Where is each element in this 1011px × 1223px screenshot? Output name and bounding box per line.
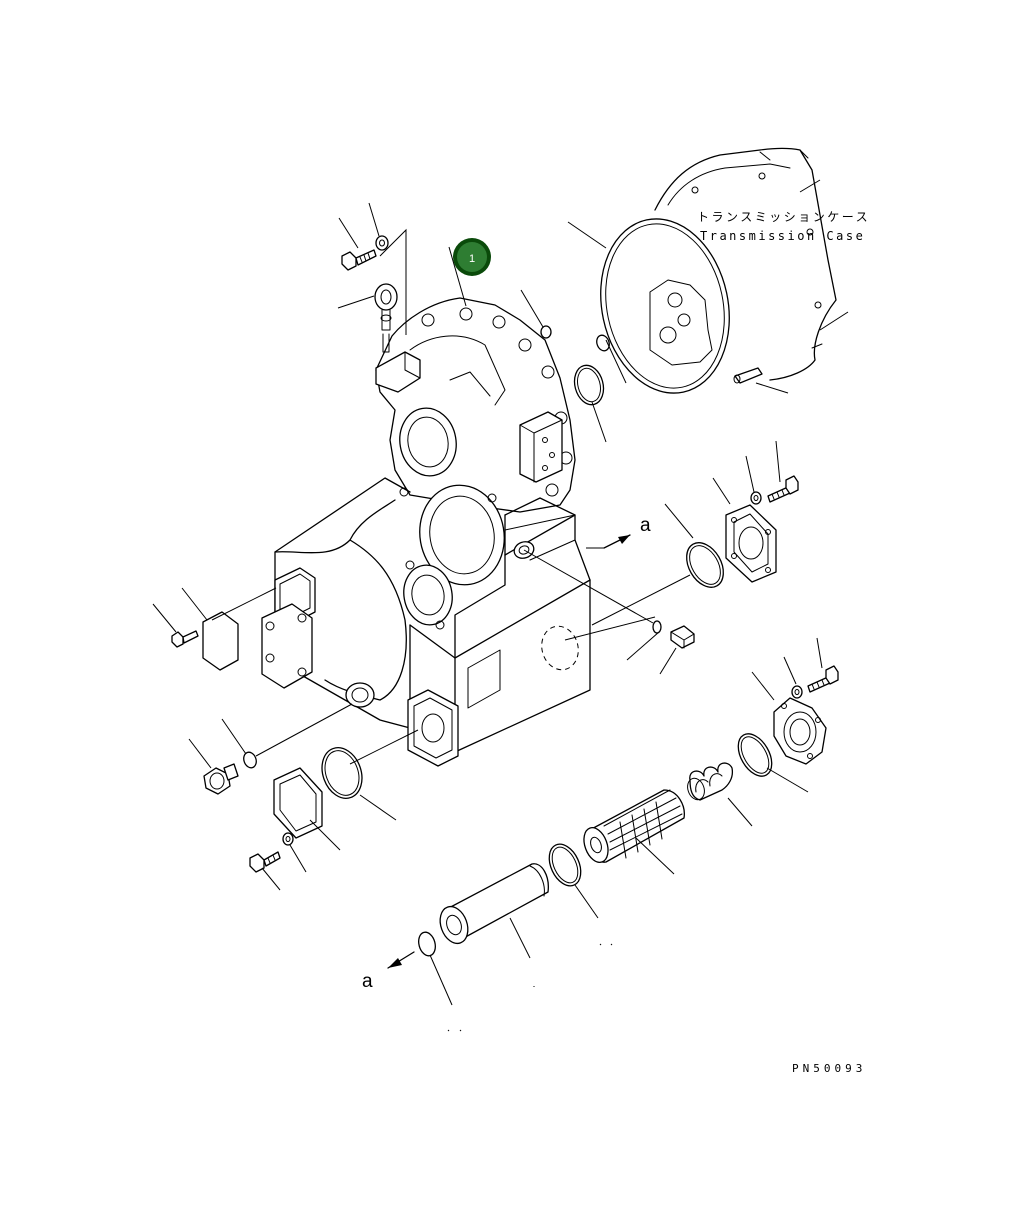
main-housing — [261, 477, 591, 767]
reference-letter-lower: a — [362, 971, 373, 992]
seal-small-oval — [596, 334, 610, 352]
transmission-case-label-jp: トランスミッションケース — [697, 210, 870, 224]
front-cover — [375, 297, 576, 630]
plug-right — [670, 625, 695, 649]
front-housing-leader — [523, 549, 656, 641]
o-ring-right — [686, 542, 724, 588]
transmission-case-outline — [654, 147, 837, 381]
washer-right-upper — [750, 491, 762, 505]
gasket-left — [202, 611, 239, 671]
drawing-code: PN50093 — [792, 1062, 866, 1075]
o-ring-filter-cover — [737, 733, 773, 777]
eye-bolt — [374, 283, 398, 353]
dowel-pin — [733, 367, 763, 384]
bolt-right-upper — [767, 475, 799, 503]
cover-plate-lower — [273, 767, 323, 839]
top-washer — [375, 235, 389, 251]
o-ring-small-lower — [418, 931, 436, 957]
washer-right-lower — [791, 685, 803, 699]
filter-case — [439, 863, 549, 945]
top-bracket-leader — [379, 228, 407, 335]
callout-number: 1 — [469, 253, 475, 265]
seal-left — [243, 751, 257, 769]
o-ring-lower-left — [321, 747, 363, 799]
top-bolt — [341, 249, 377, 271]
reference-arrow-lower — [387, 951, 415, 969]
filter-element — [583, 789, 685, 863]
bolt-left-upper — [171, 630, 199, 648]
reference-letter-upper: a — [640, 515, 651, 536]
o-ring-filter — [548, 843, 582, 887]
cover-plate-right — [725, 504, 777, 583]
callout-fill — [457, 242, 487, 272]
bolt-left-lower — [249, 851, 281, 873]
spring — [687, 762, 734, 801]
transmission-case-label-en: Transmission Case — [700, 229, 865, 243]
callout-badge[interactable]: 1 — [453, 238, 491, 276]
dowel-small — [652, 620, 662, 634]
case-gasket — [600, 218, 730, 394]
seal-small-upper — [540, 325, 552, 339]
washer-left-lower — [282, 832, 294, 846]
bolt-right-lower — [807, 665, 839, 693]
o-ring-upper — [573, 364, 605, 406]
reference-arrow-upper — [586, 534, 631, 549]
plug-left — [203, 763, 239, 795]
leader-lines — [152, 179, 849, 1032]
filter-cover — [773, 697, 827, 765]
